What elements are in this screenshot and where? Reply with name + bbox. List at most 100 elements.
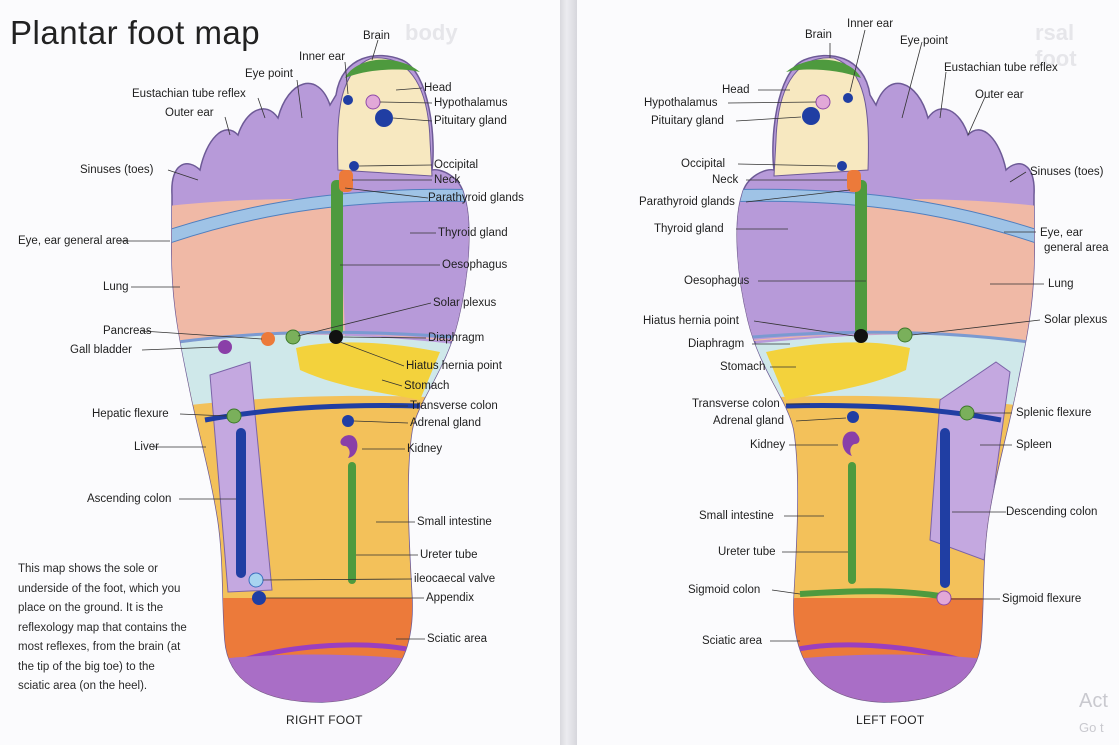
label-thyroid: Thyroid gland <box>654 223 724 236</box>
right-foot-caption: RIGHT FOOT <box>286 713 363 727</box>
label-outer-ear: Outer ear <box>165 107 214 120</box>
label-hiatus-hernia: Hiatus hernia point <box>643 315 739 328</box>
label-solar-plexus: Solar plexus <box>1044 314 1107 327</box>
label-lung: Lung <box>103 281 129 294</box>
left-sigmoid-flexure-dot <box>937 591 951 605</box>
label-sciatic: Sciatic area <box>427 633 487 646</box>
label-hepatic-flexure: Hepatic flexure <box>92 408 169 421</box>
label-pancreas: Pancreas <box>103 325 152 338</box>
label-sinuses: Sinuses (toes) <box>80 164 154 177</box>
label-liver: Liver <box>134 441 159 454</box>
left-solar-plexus-dot <box>898 328 912 342</box>
label-small-intestine: Small intestine <box>699 510 774 523</box>
left-oesophagus <box>855 180 867 335</box>
label-kidney: Kidney <box>407 443 442 456</box>
label-head: Head <box>722 84 750 97</box>
label-oesophagus: Oesophagus <box>684 275 749 288</box>
right-gall-bladder-dot <box>218 340 232 354</box>
right-hepatic-flexure-dot <box>227 409 241 423</box>
right-diaphragm-dot <box>286 330 300 344</box>
label-hiatus-hernia: Hiatus hernia point <box>406 360 502 373</box>
right-ascending-colon <box>236 428 246 578</box>
label-lung: Lung <box>1048 278 1074 291</box>
label-ureter: Ureter tube <box>420 549 478 562</box>
label-spleen: Spleen <box>1016 439 1052 452</box>
label-parathyroid: Parathyroid glands <box>639 196 735 209</box>
right-pancreas-dot <box>261 332 275 346</box>
label-inner-ear: Inner ear <box>299 51 345 64</box>
description-line: underside of the foot, which you <box>18 580 218 600</box>
label-ureter: Ureter tube <box>718 546 776 559</box>
right-ureter <box>348 462 356 584</box>
label-transverse-colon: Transverse colon <box>692 398 780 411</box>
label-adrenal: Adrenal gland <box>713 415 784 428</box>
left-splenic-flexure-dot <box>960 406 974 420</box>
label-pituitary: Pituitary gland <box>434 115 507 128</box>
label-parathyroid: Parathyroid glands <box>428 192 524 205</box>
description-line: most reflexes, from the brain (at <box>18 638 218 658</box>
description-text: This map shows the sole or underside of … <box>18 560 218 697</box>
label-hypothalamus: Hypothalamus <box>434 97 508 110</box>
right-ileocaecal-dot <box>249 573 263 587</box>
label-sinuses: Sinuses (toes) <box>1030 166 1104 179</box>
left-occipital-dot <box>837 161 847 171</box>
description-line: the tip of the big toe) to the <box>18 658 218 678</box>
label-occipital: Occipital <box>681 158 725 171</box>
left-descending-colon <box>940 428 950 588</box>
label-inner-ear: Inner ear <box>847 18 893 31</box>
label-oesophagus: Oesophagus <box>442 259 507 272</box>
label-diaphragm: Diaphragm <box>688 338 744 351</box>
right-oesophagus <box>331 180 343 335</box>
label-pituitary: Pituitary gland <box>651 115 724 128</box>
label-eye-ear-2: general area <box>1044 242 1109 255</box>
left-ureter <box>848 462 856 584</box>
label-neck: Neck <box>712 174 738 187</box>
label-stomach: Stomach <box>404 380 449 393</box>
label-brain: Brain <box>805 29 832 42</box>
right-hypothalamus-dot <box>366 95 380 109</box>
page-title: Plantar foot map <box>10 14 260 52</box>
left-hypothalamus-dot <box>816 95 830 109</box>
left-inner-ear-dot <box>843 93 853 103</box>
label-ileocaecal: ileocaecal valve <box>414 573 495 586</box>
label-thyroid: Thyroid gland <box>438 227 508 240</box>
label-brain: Brain <box>363 30 390 43</box>
label-descending-colon: Descending colon <box>1006 506 1097 519</box>
description-line: place on the ground. It is the <box>18 599 218 619</box>
right-occipital-dot <box>349 161 359 171</box>
label-sigmoid-colon: Sigmoid colon <box>688 584 760 597</box>
label-splenic-flexure: Splenic flexure <box>1016 407 1091 420</box>
label-eye-ear-general: Eye, ear general area <box>18 235 129 248</box>
activation-watermark: Act <box>1079 690 1108 713</box>
right-adrenal-dot <box>342 415 354 427</box>
label-eye-ear-1: Eye, ear <box>1040 227 1083 240</box>
left-heel-bottom <box>716 655 1056 721</box>
description-line: reflexology map that contains the <box>18 619 218 639</box>
label-neck: Neck <box>434 174 460 187</box>
left-pituitary-dot <box>802 107 820 125</box>
label-eye-point: Eye point <box>245 68 293 81</box>
right-appendix-dot <box>252 591 266 605</box>
label-appendix: Appendix <box>426 592 474 605</box>
left-neck <box>847 170 861 192</box>
label-kidney: Kidney <box>750 439 785 452</box>
left-foot-diagram <box>716 30 1056 720</box>
label-solar-plexus: Solar plexus <box>433 297 496 310</box>
label-eustachian: Eustachian tube reflex <box>944 62 1058 75</box>
label-eustachian: Eustachian tube reflex <box>132 88 246 101</box>
label-eye-point: Eye point <box>900 35 948 48</box>
label-adrenal: Adrenal gland <box>410 417 481 430</box>
right-pituitary-dot <box>375 109 393 127</box>
label-sigmoid-flexure: Sigmoid flexure <box>1002 593 1081 606</box>
label-outer-ear: Outer ear <box>975 89 1024 102</box>
left-thyroid-area <box>736 197 866 342</box>
label-stomach: Stomach <box>720 361 765 374</box>
label-gall-bladder: Gall bladder <box>70 344 132 357</box>
label-head: Head <box>424 82 452 95</box>
label-diaphragm: Diaphragm <box>428 332 484 345</box>
bleed-through-text-left: body <box>405 20 458 46</box>
left-adrenal-dot <box>847 411 859 423</box>
left-hiatus-dot <box>854 329 868 343</box>
label-small-intestine: Small intestine <box>417 516 492 529</box>
label-sciatic: Sciatic area <box>702 635 762 648</box>
